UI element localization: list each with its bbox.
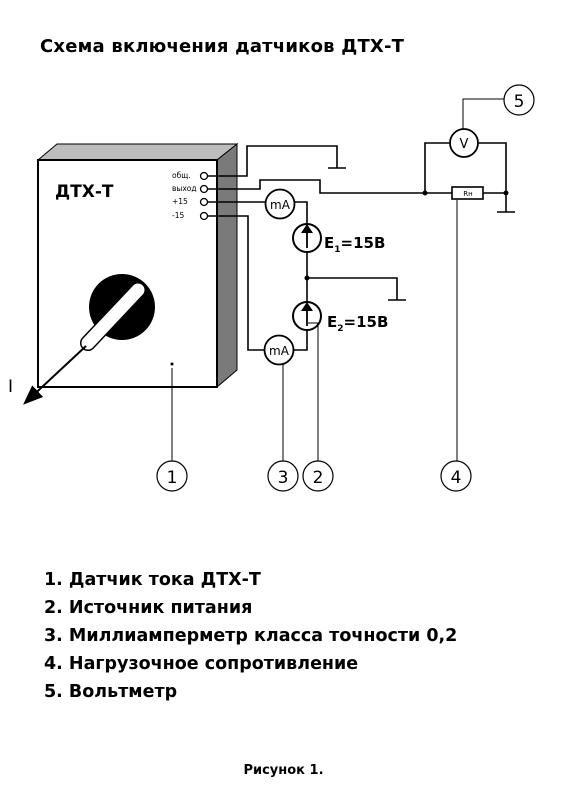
svg-text:2: 2	[313, 468, 324, 488]
legend-item-sensor: 1. Датчик тока ДТХ-Т	[44, 570, 261, 590]
current-symbol: I	[8, 377, 13, 397]
source-e2-label: E2=15В	[327, 313, 388, 334]
milliammeter-1-label: mA	[270, 198, 291, 212]
callout-leaders	[171, 98, 505, 464]
terminal-block: общ. выход +15 -15	[172, 171, 209, 221]
source-e2: E2=15В	[292, 301, 388, 334]
diagram-title: Схема включения датчиков ДТХ-Т	[40, 36, 405, 57]
source-e1: E1=15В	[292, 223, 385, 255]
terminal-label-minus15: -15	[172, 211, 184, 220]
terminal-label-plus15: +15	[172, 197, 188, 206]
milliammeter-2-label: mA	[269, 344, 290, 358]
callout-3: 3	[267, 460, 299, 492]
wires	[207, 142, 515, 351]
legend-item-power-source: 2. Источник питания	[44, 598, 253, 618]
terminal-label-common: общ.	[172, 171, 191, 180]
legend-item-milliammeter: 3. Миллиамперметр класса точности 0,2	[44, 626, 458, 646]
callout-1: 1	[156, 460, 188, 492]
svg-text:3: 3	[278, 468, 289, 488]
load-resistor-label: Rн	[463, 190, 472, 198]
svg-text:5: 5	[514, 92, 525, 112]
callout-2: 2	[302, 460, 334, 492]
legend-list: 1. Датчик тока ДТХ-Т 2. Источник питания…	[44, 566, 457, 706]
voltmeter: V	[449, 128, 479, 158]
callout-5: 5	[503, 84, 535, 116]
milliammeter-1: mA	[264, 188, 296, 220]
legend-item-voltmeter: 5. Вольтметр	[44, 682, 178, 702]
load-resistor: Rн	[451, 186, 484, 200]
svg-text:1: 1	[167, 468, 178, 488]
terminal-label-output: выход	[172, 184, 197, 193]
svg-text:4: 4	[451, 468, 462, 488]
voltmeter-label: V	[460, 137, 469, 152]
source-e1-label: E1=15В	[324, 234, 385, 255]
sensor-name: ДТХ-Т	[55, 182, 114, 202]
conductor-through-aperture: I	[8, 274, 155, 405]
sensor-body: ДТХ-Т	[36, 142, 239, 389]
wiring-diagram: ДТХ-Т I общ. выход +15 -15	[8, 84, 535, 492]
legend-item-load-resistor: 4. Нагрузочное сопротивление	[44, 654, 359, 674]
figure-caption: Рисунок 1.	[243, 763, 324, 778]
callout-4: 4	[440, 460, 472, 492]
milliammeter-2: mA	[263, 334, 295, 366]
